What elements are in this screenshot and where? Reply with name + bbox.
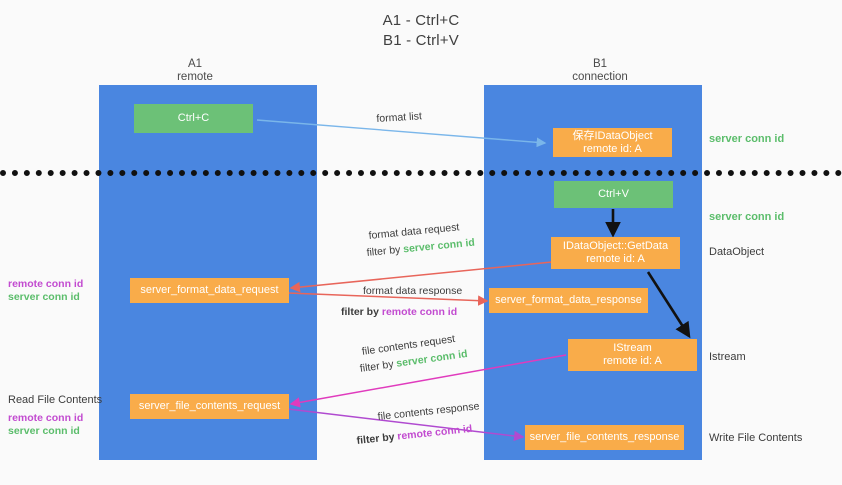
box-server-format-data-request[interactable]: server_format_data_request	[130, 278, 289, 303]
box-ctrl-c[interactable]: Ctrl+C	[134, 104, 253, 133]
lane-b1-title: B1	[592, 58, 608, 70]
box-sfcreq-line1: server_file_contents_request	[138, 400, 281, 412]
box-server-file-contents-request[interactable]: server_file_contents_request	[130, 394, 289, 419]
annotation-server-conn-id-mid: server conn id	[709, 211, 785, 223]
box-server-format-data-response[interactable]: server_format_data_response	[489, 288, 648, 313]
lane-header-b1: B1 connection	[525, 58, 675, 84]
edge-filter-file-contents-response: filter by remote conn id	[356, 422, 473, 448]
phase-divider	[0, 170, 842, 176]
annotation-server-conn-id-top: server conn id	[709, 133, 785, 145]
page-title-line2: B1 - Ctrl+V	[383, 32, 459, 49]
annotation-dataobject: DataObject	[709, 246, 765, 258]
page-title-line1: A1 - Ctrl+C	[382, 12, 460, 29]
lane-a1-subtitle: remote	[177, 71, 213, 83]
box-istream-line2: remote id: A	[603, 355, 662, 367]
annotation-group-format: remote conn id server conn id	[8, 278, 83, 304]
filter-by-text-2: filter by	[341, 306, 379, 318]
remote-conn-id-text-2: remote conn id	[396, 422, 473, 443]
edge-label-format-data-response: format data response	[363, 285, 463, 297]
annotation-server-conn-id-1: server conn id	[8, 291, 80, 303]
box-ctrl-c-line1: Ctrl+C	[177, 112, 210, 124]
box-sfcres-line1: server_file_contents_response	[529, 431, 680, 443]
annotation-remote-conn-id-2: remote conn id	[8, 412, 84, 424]
filter-by-text-1: filter by	[366, 243, 401, 259]
box-ctrl-v[interactable]: Ctrl+V	[554, 181, 673, 208]
annotation-istream: Istream	[709, 351, 746, 363]
box-istream[interactable]: IStream remote id: A	[568, 339, 697, 371]
remote-conn-id-text-1: remote conn id	[381, 306, 458, 318]
box-save-idataobject[interactable]: 保存IDataObject remote id: A	[553, 128, 672, 157]
lane-b1-subtitle: connection	[572, 71, 628, 83]
annotation-read-file-contents: Read File Contents	[8, 394, 103, 406]
box-sfdreq-line1: server_format_data_request	[140, 284, 279, 296]
box-save-idataobject-line1: 保存IDataObject	[572, 129, 653, 142]
lane-a1-title: A1	[187, 58, 203, 70]
lane-header-a1: A1 remote	[120, 58, 270, 84]
server-conn-id-text-1: server conn id	[402, 236, 476, 256]
annotation-write-file-contents: Write File Contents	[709, 432, 803, 444]
box-save-idataobject-line2: remote id: A	[583, 142, 642, 155]
edge-filter-format-data-response: filter by remote conn id	[341, 305, 457, 319]
edge-label-format-list: format list	[376, 110, 423, 125]
annotation-group-file-contents: remote conn id server conn id	[8, 412, 83, 438]
box-istream-line1: IStream	[613, 342, 652, 354]
filter-by-text-4: filter by	[356, 431, 396, 447]
box-ctrl-v-line1: Ctrl+V	[598, 188, 629, 200]
annotation-server-conn-id-2: server conn id	[8, 425, 80, 437]
edge-label-file-contents-response: file contents response	[377, 400, 480, 423]
box-getdata-line2: remote id: A	[586, 253, 645, 265]
annotation-remote-conn-id-1: remote conn id	[8, 278, 84, 290]
box-getdata-line1: IDataObject::GetData	[562, 240, 669, 252]
box-sfdres-line1: server_format_data_response	[495, 294, 642, 306]
box-idataobject-getdata[interactable]: IDataObject::GetData remote id: A	[551, 237, 680, 269]
filter-by-text-3: filter by	[359, 358, 395, 375]
box-server-file-contents-response[interactable]: server_file_contents_response	[525, 425, 684, 450]
